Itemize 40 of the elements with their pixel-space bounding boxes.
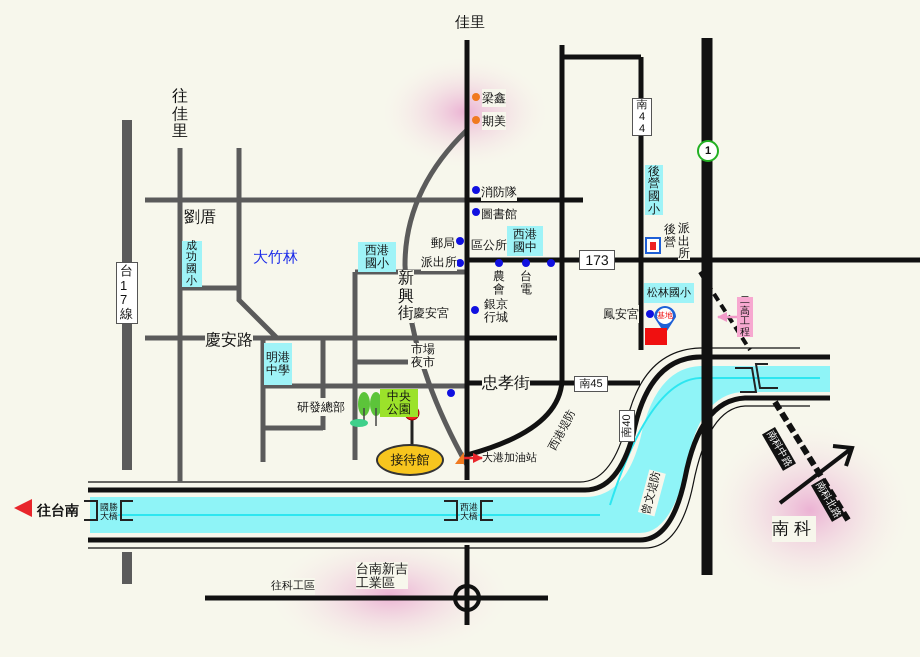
route-sign: 南40	[619, 410, 635, 442]
map-label: 區公所	[471, 236, 507, 254]
arrow	[717, 312, 737, 322]
arrow	[464, 453, 483, 463]
map-label: 鳳安宮	[603, 305, 639, 323]
reception-ellipse: 接待館	[376, 444, 444, 476]
map-label: 研發總部	[297, 398, 345, 416]
route-sign: 南44	[632, 98, 652, 136]
map-label: 國勝大橋	[100, 503, 118, 522]
park-label: 中央公園	[380, 389, 418, 417]
map-label: 西港大橋	[460, 503, 478, 522]
freeway-sign: 1	[697, 140, 719, 162]
map-label: 新興街	[398, 270, 414, 323]
route-sign: 台17線	[116, 262, 138, 324]
route-sign: 南45	[574, 376, 608, 392]
route-sign: 173	[579, 250, 615, 270]
map-label: 市場夜市	[411, 343, 435, 370]
map-label: 郵局	[431, 234, 455, 252]
school-label: 西港國中	[507, 226, 543, 256]
map-label: 南科	[772, 516, 816, 542]
map-label: 圖書館	[481, 205, 517, 223]
map-label: 台南新吉工業區	[356, 562, 408, 590]
map-label: 派出所	[678, 222, 690, 260]
map-label: 梁鑫	[482, 89, 506, 107]
map-label: 慶安宮	[413, 304, 449, 322]
map-label: 往科工區	[271, 578, 315, 594]
map-label: 後營	[664, 223, 676, 248]
gas-station-icon	[455, 452, 464, 464]
construction-label: 二高工程	[737, 297, 753, 337]
school-label: 明港中學	[264, 343, 292, 385]
school-label: 西港國小	[358, 242, 396, 272]
map-label: 銀京行城	[484, 298, 508, 324]
map-label: 農會	[493, 270, 505, 296]
map-label: 台電	[520, 270, 532, 296]
school-label: 成功國小	[182, 241, 202, 287]
school-label: 後營國小	[645, 165, 663, 215]
map-label: 期美	[482, 112, 506, 130]
map-label: 消防隊	[481, 183, 517, 201]
map-label: 派出所	[421, 253, 457, 271]
school-label: 松林國小	[644, 283, 694, 303]
